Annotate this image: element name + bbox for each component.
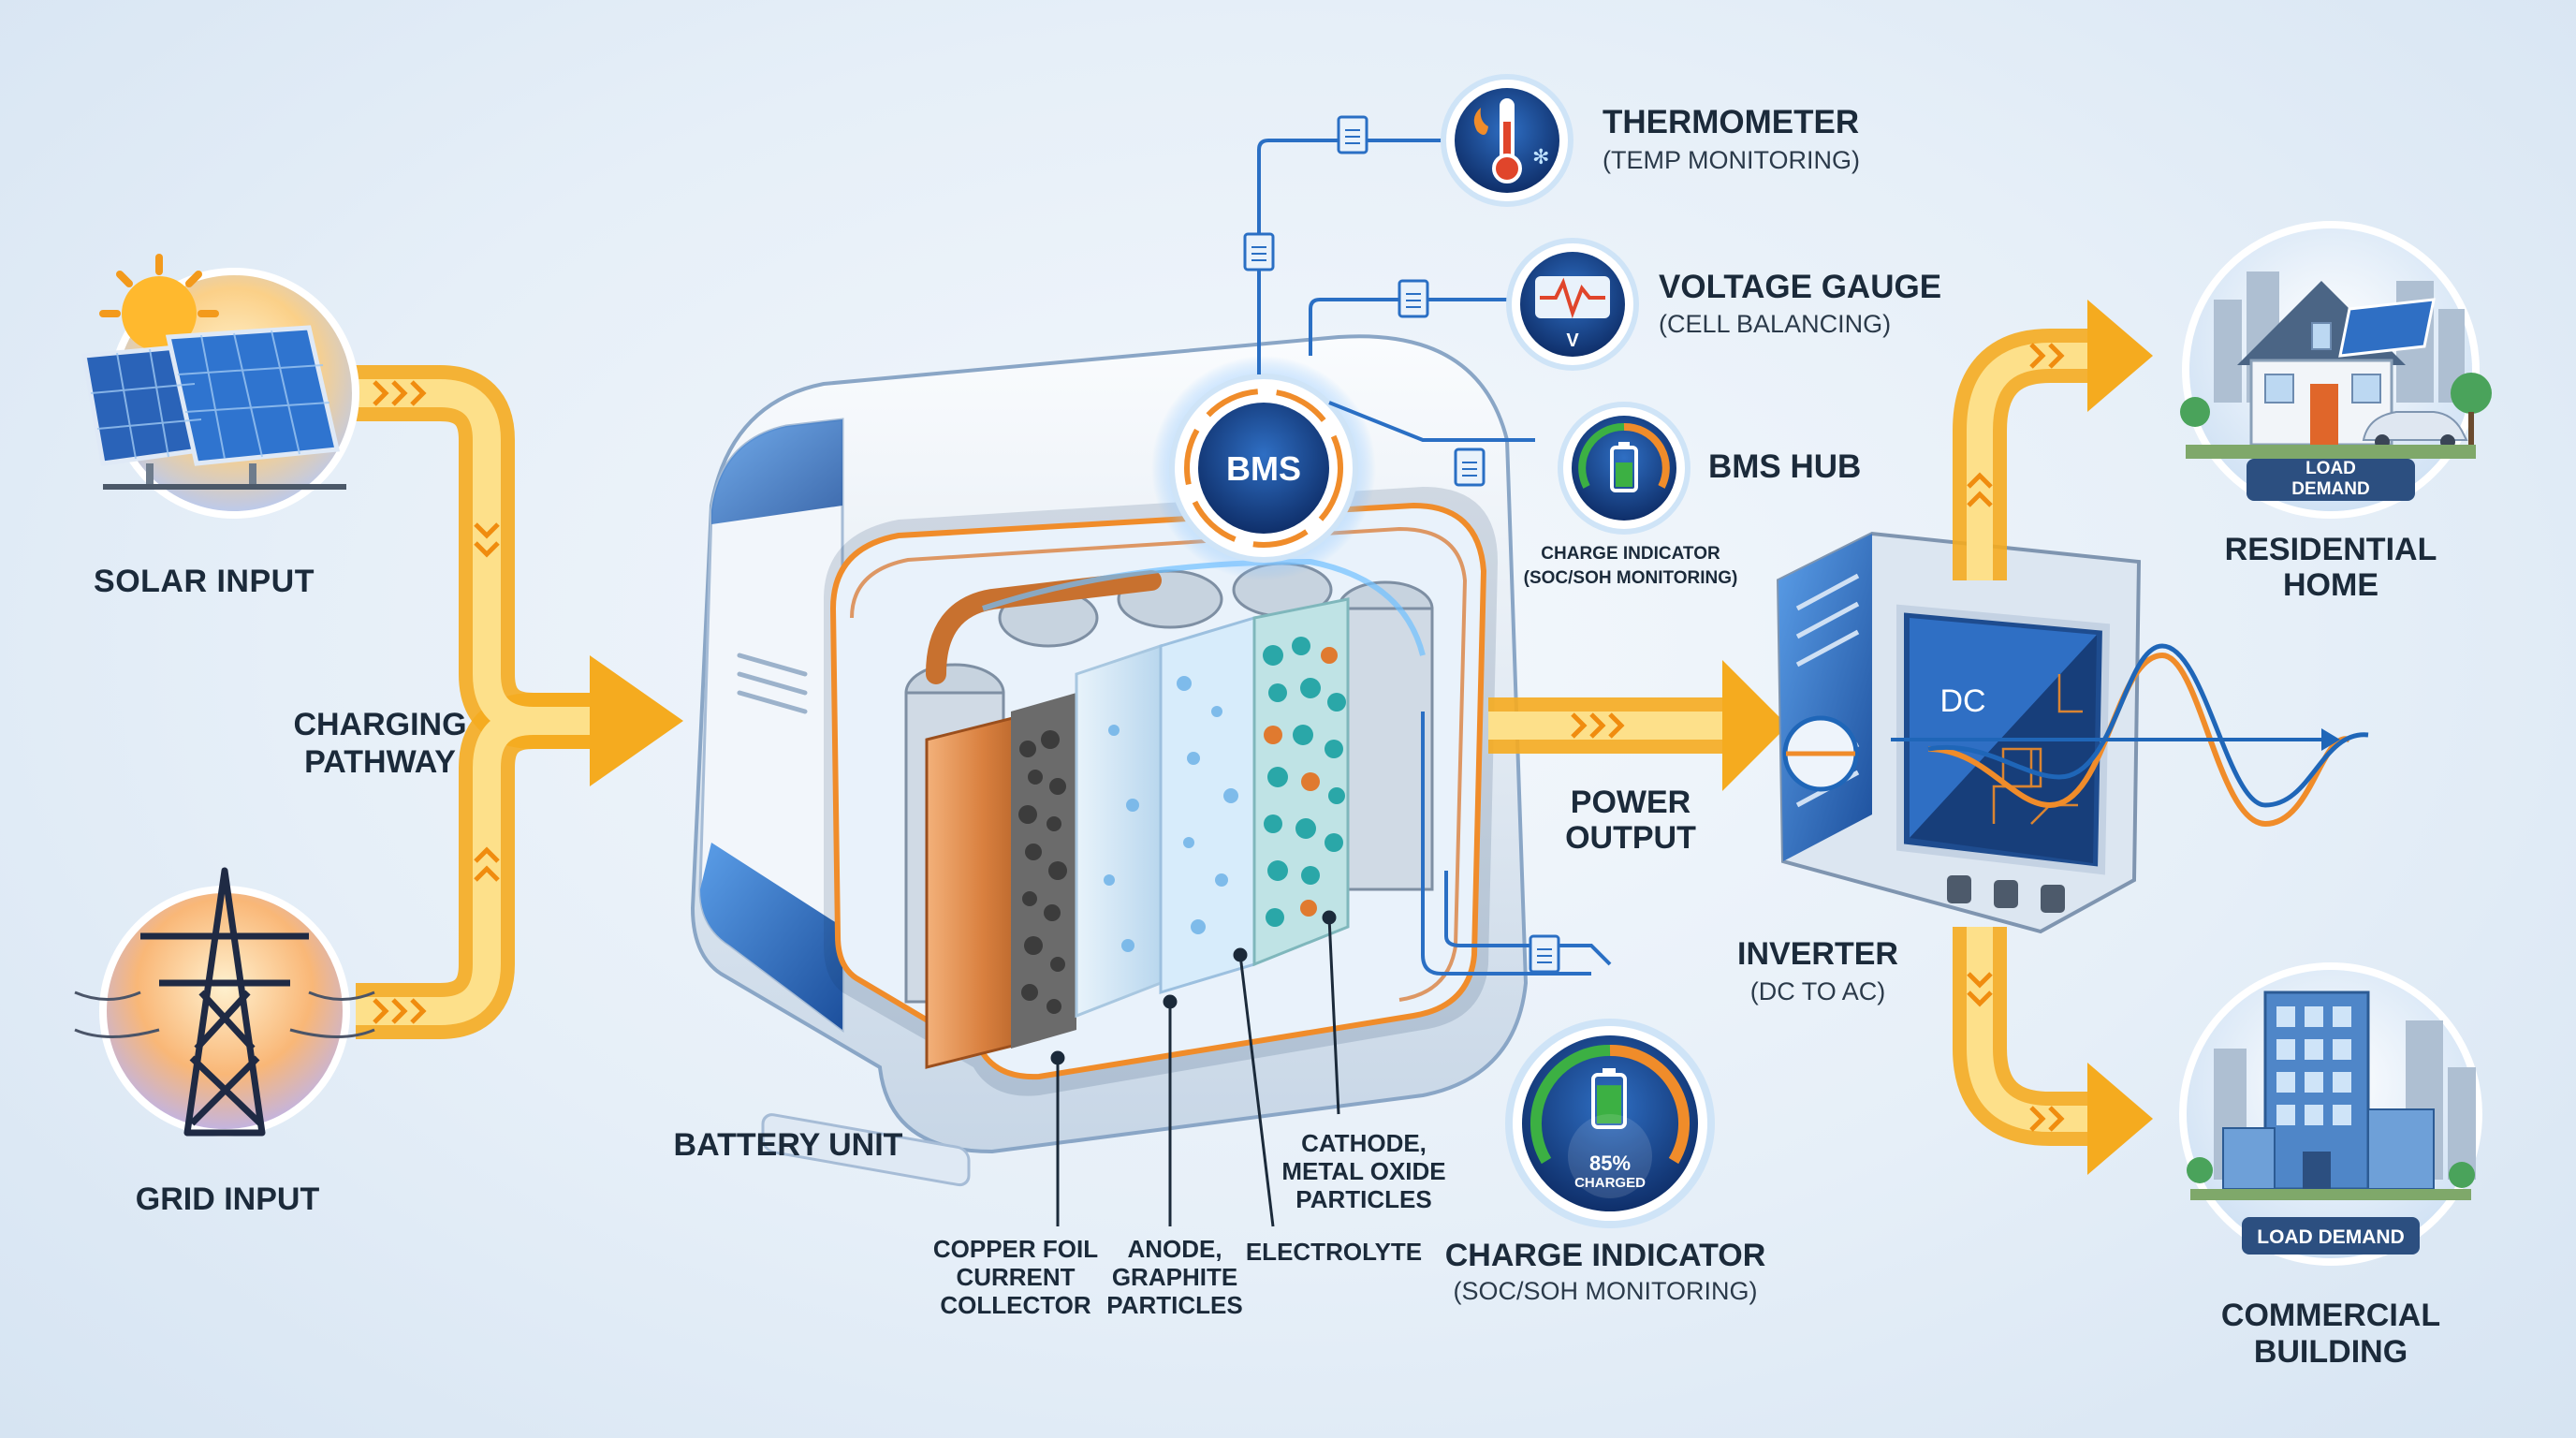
voltage-gauge-title: VOLTAGE GAUGE [1659, 269, 1941, 305]
layer-callouts [1050, 910, 1340, 1227]
grid-input-label: GRID INPUT [136, 1181, 320, 1217]
charge-indicator-title: CHARGE INDICATOR [1445, 1238, 1766, 1273]
bms-label: BMS [1226, 449, 1301, 488]
power-output-arrow [1488, 660, 1788, 791]
inverter-title: INVERTER [1737, 936, 1898, 972]
thermometer-title: THERMOMETER [1603, 104, 1859, 140]
charge-charged-text: CHARGED [1574, 1175, 1646, 1191]
grid-input-icon [74, 867, 375, 1137]
inverter-subtitle: (DC TO AC) [1750, 977, 1886, 1005]
charge-indicator-icon [1505, 1019, 1715, 1228]
electrolyte-bubbles [1104, 676, 1238, 952]
sun-icon [99, 254, 219, 351]
thermometer-icon: ✻ [1441, 74, 1573, 207]
solar-input-label: SOLAR INPUT [94, 564, 315, 599]
svg-text:✻: ✻ [1532, 146, 1549, 169]
inverter-ports [1947, 875, 2065, 913]
residential-home-icon [2180, 221, 2492, 519]
electrolyte-layer [1159, 615, 1256, 995]
bms-badge [1151, 356, 1376, 580]
charging-arrowhead [590, 655, 683, 786]
graphite-particles [1018, 730, 1067, 1014]
cathode-particles [1263, 637, 1346, 927]
battery-unit [690, 334, 1529, 1187]
inverter-dc-label: DC [1939, 683, 1985, 719]
vent-slots [737, 653, 808, 714]
bms-connectors [1257, 139, 1612, 976]
commercial-building-icon [2179, 962, 2482, 1266]
charge-level-fill [1597, 1085, 1621, 1123]
distribution-arrows [1953, 300, 2153, 1175]
charging-arrows [356, 365, 683, 1039]
thermometer-subtitle: (TEMP MONITORING) [1603, 146, 1860, 174]
electrolyte-label: ELECTROLYTE [1246, 1238, 1422, 1266]
solar-panel-icon [81, 325, 346, 490]
solar-input-icon [81, 254, 359, 519]
bms-hub-title: BMS HUB [1708, 448, 1861, 485]
battery-blue-trim [700, 843, 842, 1030]
door-icon [2310, 384, 2338, 445]
voltage-gauge-subtitle: (CELL BALANCING) [1659, 310, 1891, 338]
charge-percent: 85% [1589, 1152, 1631, 1175]
voltage-gauge-letter: V [1566, 330, 1579, 351]
copper-busbar [926, 570, 1162, 684]
battery-unit-label: BATTERY UNIT [674, 1127, 903, 1163]
roof-solar-panel-icon [2338, 298, 2436, 358]
document-icons [1243, 115, 1560, 974]
bms-hub-caption: CHARGE INDICATOR(SOC/SOH MONITORING) [1524, 544, 1738, 588]
charge-indicator-subtitle: (SOC/SOH MONITORING) [1453, 1277, 1757, 1305]
voltage-gauge-icon [1506, 238, 1639, 371]
separator-layer [1075, 643, 1163, 1019]
ac-sine-wave [1891, 643, 2369, 828]
inverter-device [1776, 531, 2142, 934]
bms-hub-icon [1558, 402, 1690, 535]
transmission-tower-icon [140, 867, 309, 1137]
commercial-load-badge: LOAD DEMAND [2257, 1226, 2405, 1248]
